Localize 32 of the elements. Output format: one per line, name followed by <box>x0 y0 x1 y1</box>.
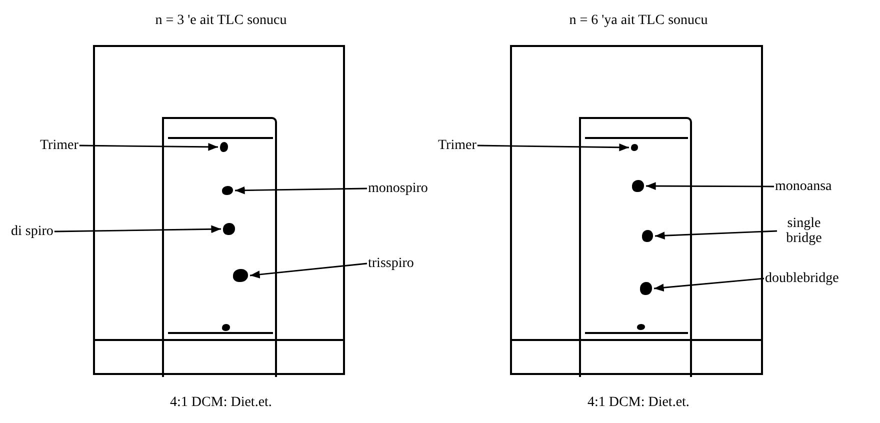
tlc-spot <box>637 324 645 330</box>
leader-arrow <box>54 225 221 234</box>
leader-arrow <box>235 186 367 194</box>
spot-label: doublebridge <box>765 271 839 286</box>
spot-label: monoansa <box>775 179 832 194</box>
chamber-title: n = 6 'ya ait TLC sonucu <box>568 13 709 28</box>
tlc-plate <box>579 117 692 377</box>
tlc-plate <box>162 117 277 377</box>
tlc-spot <box>222 186 233 195</box>
leader-arrow <box>79 142 218 151</box>
tlc-spot <box>640 282 652 295</box>
solvent-caption: 4:1 DCM: Diet.et. <box>169 395 273 410</box>
leader-arrow <box>646 182 774 190</box>
leader-arrow <box>654 230 778 240</box>
tlc-spot <box>222 324 230 331</box>
tlc-spot <box>631 144 638 151</box>
spot-label: trisspiro <box>368 256 414 271</box>
leader-arrow <box>477 143 629 152</box>
chamber-title: n = 3 'e ait TLC sonucu <box>154 13 288 28</box>
tlc-spot <box>632 180 644 192</box>
solvent-caption: 4:1 DCM: Diet.et. <box>586 395 690 410</box>
spot-label: di spiro <box>11 224 54 239</box>
tlc-spot <box>233 269 248 282</box>
tlc-spot <box>642 230 653 242</box>
spot-label: Trimer <box>40 138 78 153</box>
spot-label: single bridge <box>778 216 830 246</box>
spot-label: monospiro <box>368 181 428 196</box>
leader-arrow <box>654 278 764 292</box>
tlc-spot <box>223 223 235 235</box>
leader-arrow <box>250 262 368 278</box>
spot-label: Trimer <box>438 138 476 153</box>
tlc-spot <box>220 142 228 152</box>
